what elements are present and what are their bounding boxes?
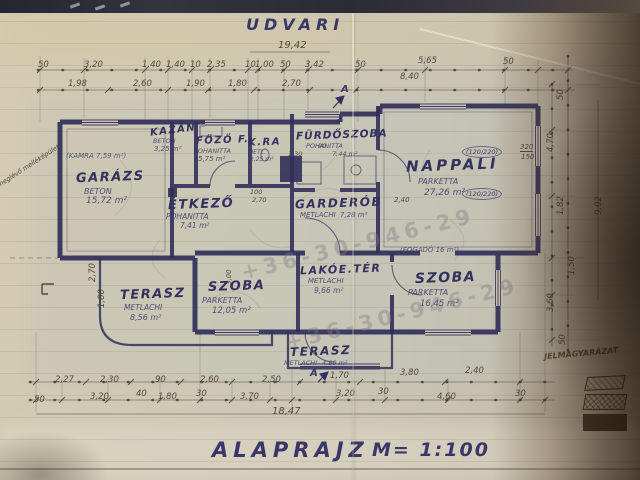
dim-label: 50 (38, 60, 49, 70)
dim-label: 3,80 (400, 368, 419, 378)
dim-label: 1,90 (186, 79, 205, 89)
dim-label: 90 (155, 375, 166, 385)
dim-label: 3,20 (84, 60, 103, 70)
dim-label: 1,40 (166, 60, 185, 70)
room-area: 5,75 m² (198, 155, 226, 163)
dim-label: 2,60 (200, 375, 219, 385)
right-edge-shadow-core (520, 90, 640, 430)
dim-label: 40 (136, 389, 147, 399)
room-floor: METLACHI (300, 211, 336, 219)
room-floor: POHANITTA (306, 142, 343, 150)
room-floor: METLACHI (284, 359, 318, 367)
section-mark-a-bottom: A (310, 368, 318, 379)
room-floor: BETON (84, 187, 112, 196)
dim-label: 1,70 (330, 371, 349, 381)
photo-top-edge (0, 0, 640, 13)
room-floor: PARKETTA (418, 177, 459, 186)
bottom-left-smudge (0, 430, 110, 480)
room-area: 7,44 m² (332, 150, 358, 158)
room-area: 2,25 m² (250, 156, 274, 163)
section-arrows (41, 95, 345, 383)
room-name-fozo: FŐZŐ F. (195, 134, 250, 147)
dim-label: 10 (245, 60, 256, 70)
terrace-outlines (98, 258, 394, 370)
dim-label: 2,40 (394, 196, 410, 204)
tick-dots (28, 54, 577, 402)
room-name-kamra: K.RA (247, 136, 282, 149)
dim-label: 2,70 (252, 196, 267, 204)
dim-label: 1,98 (68, 79, 87, 89)
dim-label: 1,00 (97, 289, 107, 308)
dim-label: 3,42 (305, 60, 324, 70)
door-swings (209, 149, 423, 363)
dim-label: 100 (250, 188, 263, 196)
room-floor: BETON (153, 137, 176, 145)
room-floor: METLACHI (308, 277, 344, 285)
dim-label: 1,80 (158, 392, 177, 402)
room-floor: METL. (248, 149, 266, 156)
dim-label: 1,40 (142, 60, 161, 70)
dim-label: 50 (34, 395, 45, 405)
dim-total-top: 19,42 (278, 40, 307, 51)
dim-label: 2,60 (133, 79, 152, 89)
dim-label: 2,35 (207, 60, 226, 70)
dim-label: 2,70 (88, 263, 98, 282)
room-note: (FOGADÓ 16 m²) (400, 246, 460, 254)
room-area: 9,66 m² (314, 286, 344, 295)
dim-label: 10 (190, 60, 201, 70)
room-floor: METLACHI (124, 303, 163, 312)
courtyard-label: UDVARI (246, 15, 345, 34)
room-floor: POHANITTA (194, 147, 231, 155)
dim-label: 8,40 (400, 72, 419, 82)
plan-title: ALAPRAJZ (212, 438, 369, 462)
dim-label: 30 (196, 389, 207, 399)
room-area: 3,25 m² (154, 145, 182, 153)
dim-label: 2,50 (262, 375, 281, 385)
right-edge-shadow (490, 0, 640, 480)
dim-label: 1,00 (255, 60, 274, 70)
pencil-scribbles (114, 129, 465, 309)
plan-scale: M= 1:100 (372, 439, 490, 461)
room-area: 7,28 m² (340, 211, 368, 219)
dim-label: 4,60 (437, 392, 456, 402)
dim-label: 2,30 (100, 375, 119, 385)
room-area: 12,05 m² (212, 306, 251, 316)
dim-label: 3,20 (336, 389, 355, 399)
room-name-etkezo: ÉTKEZŐ (167, 195, 235, 214)
flue-block (168, 188, 177, 197)
dim-total-bottom: 18,47 (272, 406, 301, 417)
room-area: 4,80 m² (322, 359, 348, 367)
room-name-nappali: NAPPALI (405, 154, 499, 176)
dim-label: 3,70 (240, 392, 259, 402)
room-name-garazs: GARÁZS (75, 168, 145, 187)
dim-label: 2,27 (55, 375, 74, 385)
room-floor: POHANITTA (166, 212, 209, 221)
room-area: 15,72 m² (86, 196, 128, 206)
dim-label: 5,65 (418, 56, 437, 66)
dim-label: 1,30 (288, 150, 303, 158)
dim-label: 3,20 (90, 392, 109, 402)
room-floor: PARKETTA (408, 288, 449, 297)
dim-label: 50 (355, 60, 366, 70)
room-area: 8,56 m² (130, 313, 162, 322)
chimney-block (280, 156, 302, 182)
room-area: 27,26 m² (424, 188, 466, 198)
section-mark-a-top: A (341, 84, 349, 95)
room-floor: PARKETTA (202, 296, 243, 305)
room-area: 7,41 m² (180, 221, 210, 230)
vertical-paper-crease (352, 13, 354, 480)
room-area: 16,45 m² (420, 299, 459, 309)
dim-label: 2,70 (282, 79, 301, 89)
dim-label: 30 (378, 387, 389, 397)
dim-label: 50 (280, 60, 291, 70)
dim-label: 90 (318, 142, 327, 150)
room-name-terasz-left: TERASZ (119, 285, 186, 304)
room-note: (KAMRA 7,59 m²) (66, 152, 127, 160)
dim-label: 1,80 (228, 79, 247, 89)
dim-label: 2,40 (465, 366, 484, 376)
